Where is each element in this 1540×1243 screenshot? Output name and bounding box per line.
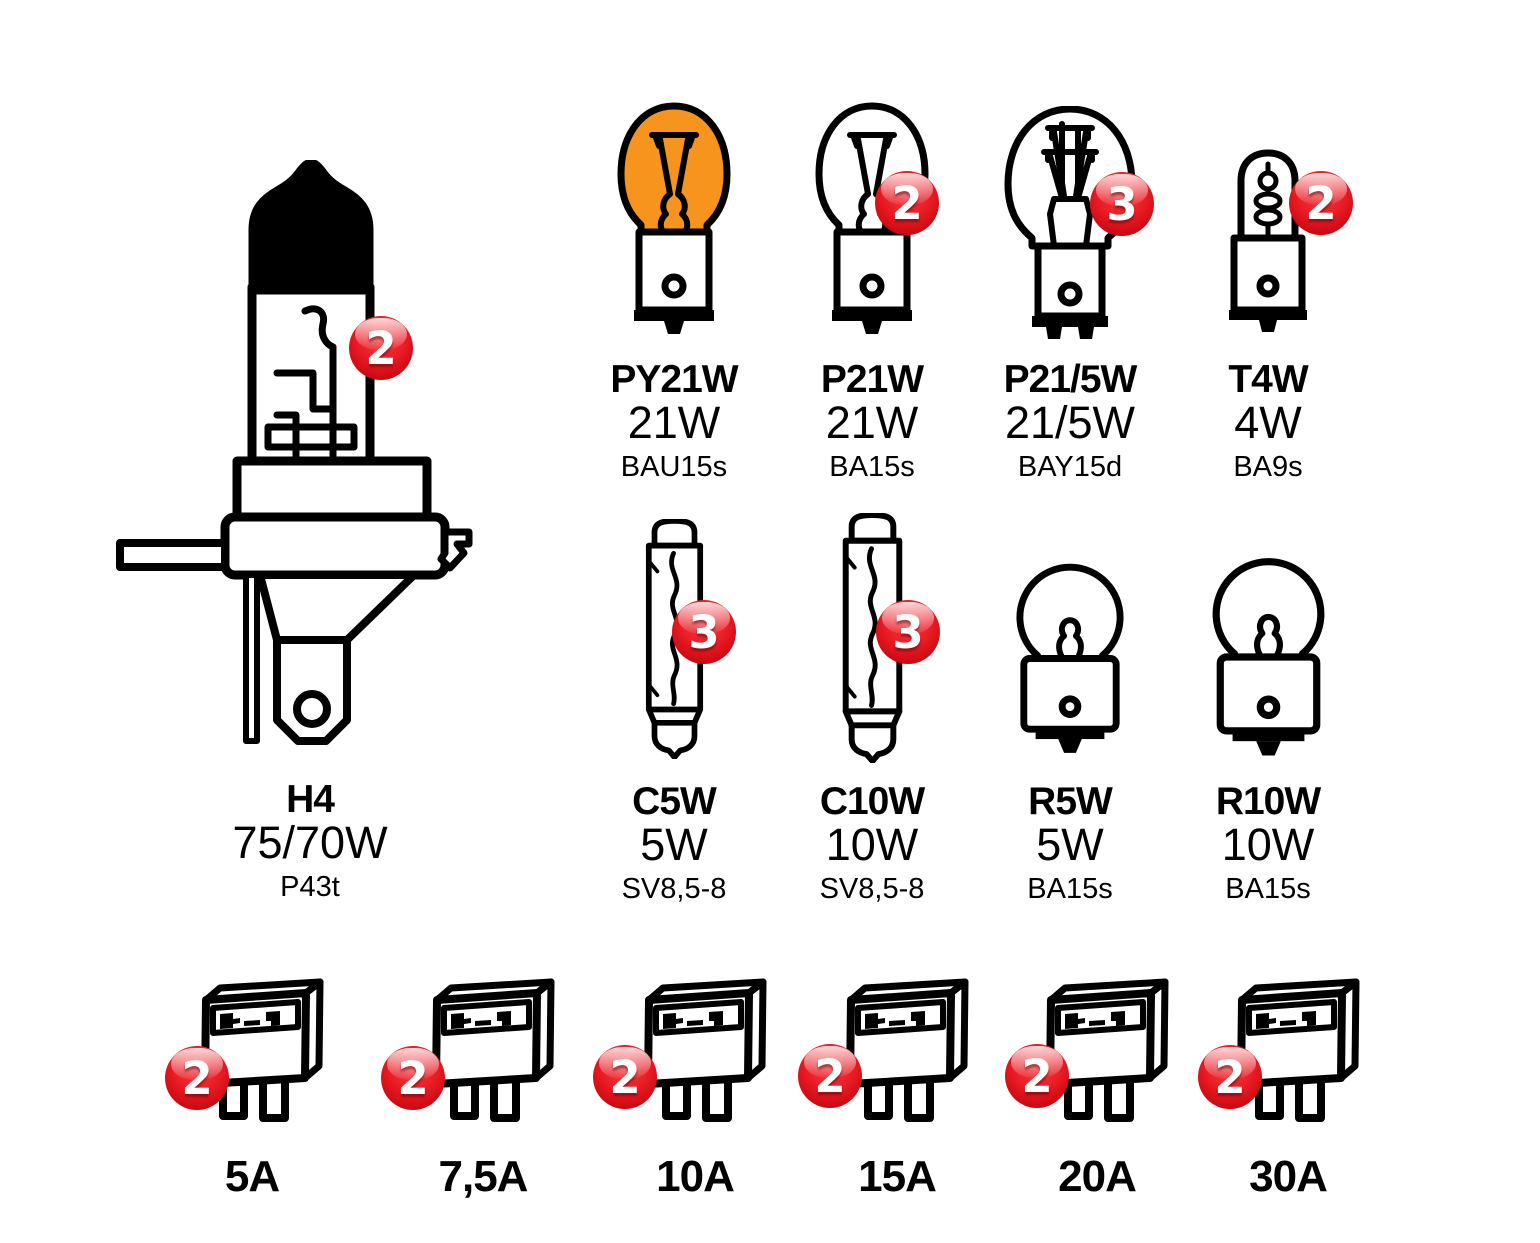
h4-bulb-icon bbox=[116, 160, 473, 745]
qty-badge-p21w: 2 bbox=[875, 171, 939, 235]
bulb-wattage: 5W bbox=[1036, 819, 1104, 870]
fuse-rating: 30A bbox=[1249, 1152, 1328, 1201]
bulb-name: T4W bbox=[1228, 358, 1308, 401]
fuse-rating: 7,5A bbox=[438, 1152, 529, 1201]
bulb-name: P21/5W bbox=[1003, 358, 1138, 401]
qty-badge-number: 2 bbox=[1305, 176, 1337, 230]
bulb-socket: P43t bbox=[280, 871, 340, 903]
qty-badge-p21-5w: 3 bbox=[1090, 172, 1154, 236]
bulb-cell-p21-5w: P21/5W 21/5W BAY15d bbox=[970, 88, 1170, 484]
bulb-name: C5W bbox=[632, 780, 717, 823]
qty-badge-number: 2 bbox=[181, 1051, 213, 1105]
bulb-cell-p21w: P21W 21W BA15s bbox=[772, 88, 972, 484]
qty-badge-number: 2 bbox=[1021, 1049, 1053, 1103]
fuse-icon-20a bbox=[1045, 978, 1168, 1122]
bulb-wattage: 21W bbox=[627, 397, 721, 448]
fuse-icon-7-5a bbox=[431, 978, 554, 1122]
bulb-socket: BA9s bbox=[1233, 451, 1303, 483]
qty-badge-fuse-5a: 2 bbox=[165, 1046, 229, 1110]
fuse-rating: 10A bbox=[656, 1152, 735, 1201]
bulb-wattage: 21/5W bbox=[1004, 397, 1136, 448]
bulb-wattage: 75/70W bbox=[232, 817, 388, 868]
bulb-wattage: 5W bbox=[640, 819, 708, 870]
bulb-wattage: 10W bbox=[825, 819, 919, 870]
py21w-bulb-icon bbox=[617, 102, 731, 334]
bulb-cell-r5w: R5W 5W BA15s bbox=[970, 505, 1170, 906]
fuse-icon-15a bbox=[845, 978, 968, 1122]
bulb-wattage: 10W bbox=[1221, 819, 1315, 870]
bulb-name: R10W bbox=[1215, 780, 1321, 823]
fuse-cell-15a: 15A bbox=[792, 978, 1002, 1202]
qty-badge-fuse-10a: 2 bbox=[593, 1045, 657, 1109]
h4-label-block: H4 75/70W P43t bbox=[110, 780, 510, 904]
qty-badge-number: 2 bbox=[397, 1051, 429, 1105]
qty-badge-t4w: 2 bbox=[1289, 171, 1353, 235]
t4w-bulb-icon bbox=[1229, 149, 1307, 332]
qty-badge-number: 3 bbox=[688, 605, 720, 659]
qty-badge-c5w: 3 bbox=[672, 600, 736, 664]
qty-badge-fuse-20a: 2 bbox=[1005, 1044, 1069, 1108]
bulb-socket: BAY15d bbox=[1017, 451, 1123, 483]
qty-badge-number: 2 bbox=[814, 1049, 846, 1103]
fuse-icon-30a bbox=[1236, 978, 1359, 1122]
qty-badge-number: 3 bbox=[1106, 177, 1138, 231]
r5w-bulb-icon bbox=[1016, 563, 1124, 753]
bulb-cell-c5w: C5W 5W SV8,5-8 bbox=[574, 505, 774, 906]
qty-badge-c10w: 3 bbox=[876, 600, 940, 664]
bulb-wattage: 21W bbox=[825, 397, 919, 448]
qty-badge-fuse-15a: 2 bbox=[798, 1044, 862, 1108]
bulb-name: R5W bbox=[1028, 780, 1113, 823]
bulb-socket: BA15s bbox=[1225, 873, 1311, 905]
r10w-bulb-icon bbox=[1212, 558, 1324, 756]
bulb-socket: SV8,5-8 bbox=[621, 873, 727, 905]
bulb-name: C10W bbox=[819, 780, 925, 823]
fuse-rating: 15A bbox=[858, 1152, 937, 1201]
qty-badge-fuse-7-5a: 2 bbox=[381, 1046, 445, 1110]
bulb-name: P21W bbox=[820, 358, 924, 401]
bulb-cell-py21w: PY21W 21W BAU15s bbox=[574, 88, 774, 484]
bulb-cell-c10w: C10W 10W SV8,5-8 bbox=[772, 505, 972, 906]
bulb-socket: BA15s bbox=[1027, 873, 1113, 905]
bulb-socket: SV8,5-8 bbox=[819, 873, 925, 905]
bulb-cell-t4w: T4W 4W BA9s bbox=[1168, 88, 1368, 484]
qty-badge-number: 2 bbox=[365, 321, 397, 375]
fuse-icon-10a bbox=[643, 978, 766, 1122]
bulb-cell-r10w: R10W 10W BA15s bbox=[1168, 505, 1368, 906]
qty-badge-number: 2 bbox=[1214, 1050, 1246, 1104]
bulb-socket: BAU15s bbox=[620, 451, 728, 483]
bulb-socket: BA15s bbox=[829, 451, 915, 483]
qty-badge-number: 2 bbox=[891, 176, 923, 230]
bulb-wattage: 4W bbox=[1234, 397, 1302, 448]
fuse-rating: 5A bbox=[224, 1152, 280, 1201]
fuse-rating: 20A bbox=[1058, 1152, 1137, 1201]
bulb-name: H4 bbox=[286, 778, 335, 821]
qty-badge-fuse-30a: 2 bbox=[1198, 1045, 1262, 1109]
qty-badge-number: 2 bbox=[609, 1050, 641, 1104]
fuse-cell-20a: 20A bbox=[992, 978, 1202, 1202]
qty-badge-number: 3 bbox=[892, 605, 924, 659]
qty-badge-h4: 2 bbox=[349, 316, 413, 380]
bulb-name: PY21W bbox=[610, 358, 738, 401]
fuse-cell-7-5a: 7,5A bbox=[378, 978, 588, 1202]
